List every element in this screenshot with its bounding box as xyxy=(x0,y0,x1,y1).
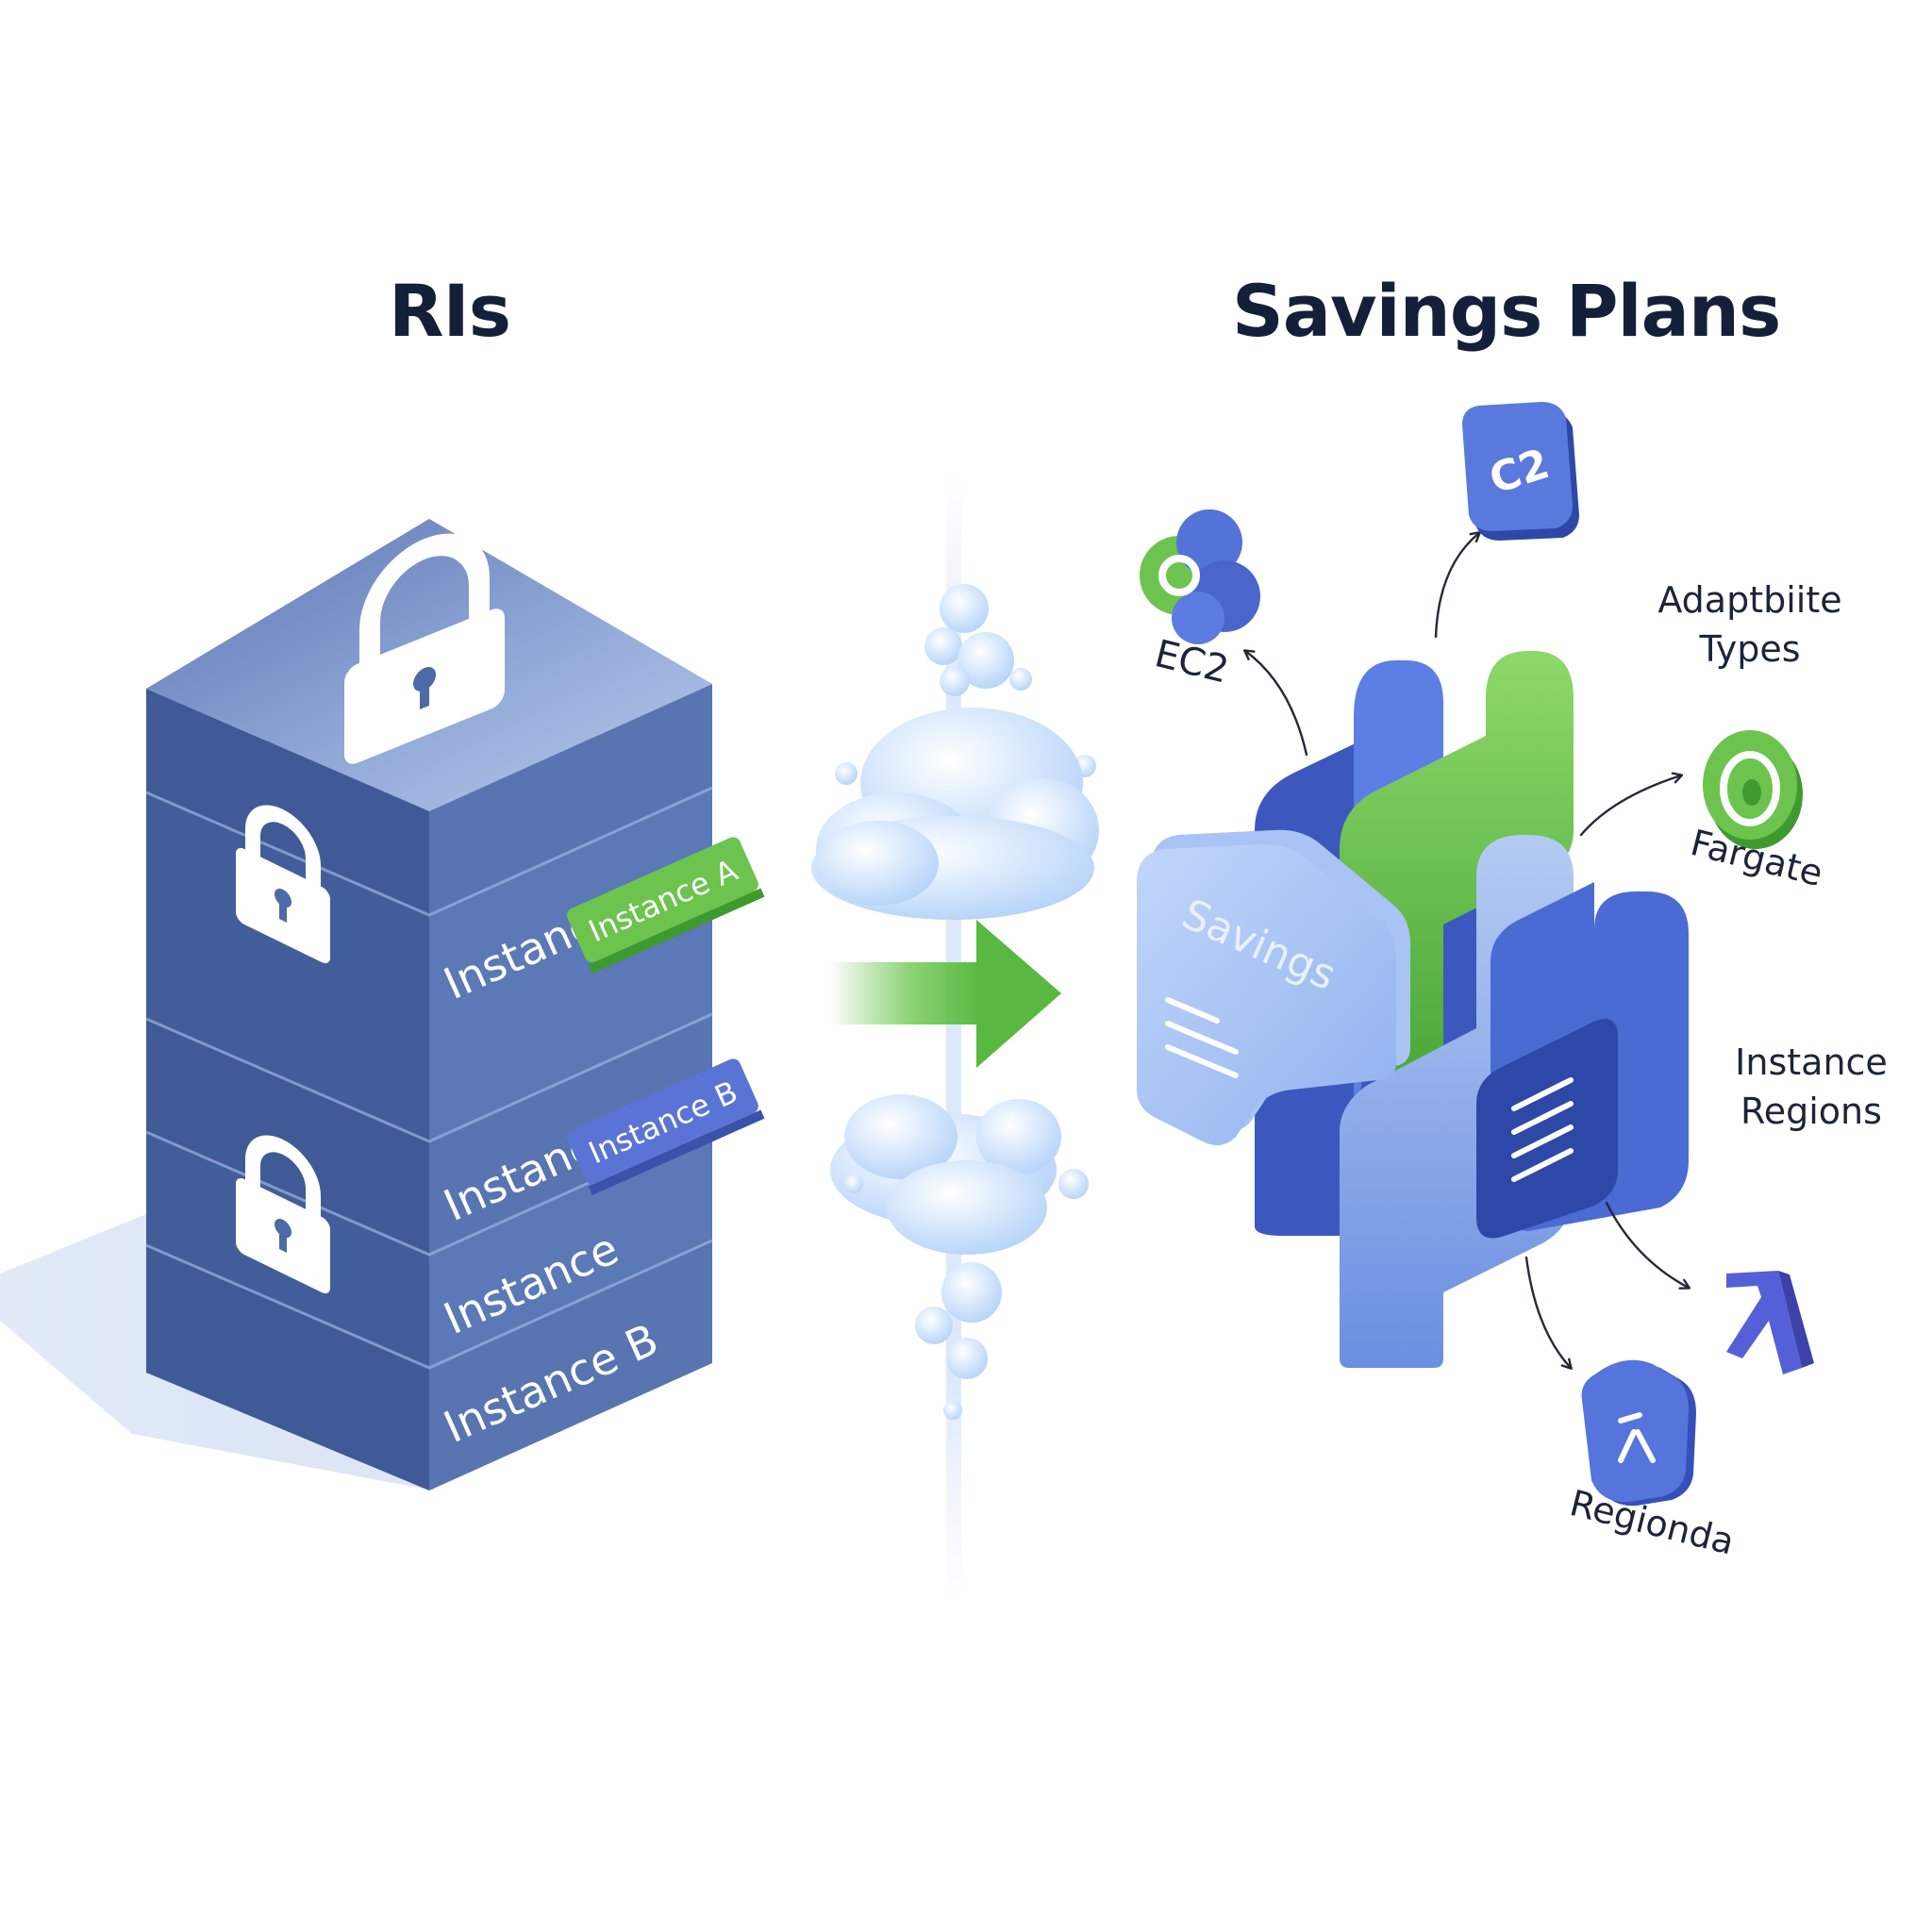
instance-regions-line2: Regions xyxy=(1740,1091,1882,1132)
ec2-cluster-icon xyxy=(1140,509,1260,644)
lock-icon-upper xyxy=(236,805,330,964)
arrow-to-ec2-small xyxy=(1242,649,1308,757)
list-card xyxy=(1476,1019,1618,1239)
ri-stack xyxy=(0,519,713,1491)
instance-regions-line1: Instance xyxy=(1735,1041,1888,1083)
adaptable-types-label: Adaptbiite Types xyxy=(1604,575,1896,674)
arrow-to-fargate xyxy=(1579,772,1684,837)
lock-icon-lower xyxy=(236,1135,330,1294)
savings-card-lines xyxy=(1165,997,1239,1078)
transition-arrow xyxy=(830,920,1061,1068)
adaptable-types-line1: Adaptbiite xyxy=(1657,579,1842,621)
cloud-top xyxy=(811,584,1099,920)
cloud-bottom xyxy=(830,1094,1089,1420)
ec2-small-label: EC2 xyxy=(1151,632,1233,692)
arrow-to-regionda xyxy=(1524,1256,1573,1370)
savings-card: Savings xyxy=(1137,829,1410,1145)
savings-plans-cluster: Savings xyxy=(1137,651,1689,1368)
ris-title: RIs xyxy=(389,269,511,353)
adaptable-types-line2: Types xyxy=(1699,628,1801,670)
savings-plans-title: Savings Plans xyxy=(1232,269,1781,353)
list-card-lines xyxy=(1511,1077,1574,1182)
ec2-badge-icon: C2 xyxy=(1462,402,1579,541)
top-lock-icon xyxy=(344,533,505,764)
regionda-icon xyxy=(1581,1359,1696,1507)
fargate-icon xyxy=(1703,730,1803,849)
lambda-icon xyxy=(1726,1271,1814,1374)
arrow-to-lambda xyxy=(1605,1201,1691,1290)
arrow-to-ec2-badge xyxy=(1434,531,1481,639)
instance-a-tag: Instance A xyxy=(567,837,765,974)
instance-regions-label: Instance Regions xyxy=(1698,1038,1924,1136)
connector-arrows xyxy=(1242,531,1691,1370)
